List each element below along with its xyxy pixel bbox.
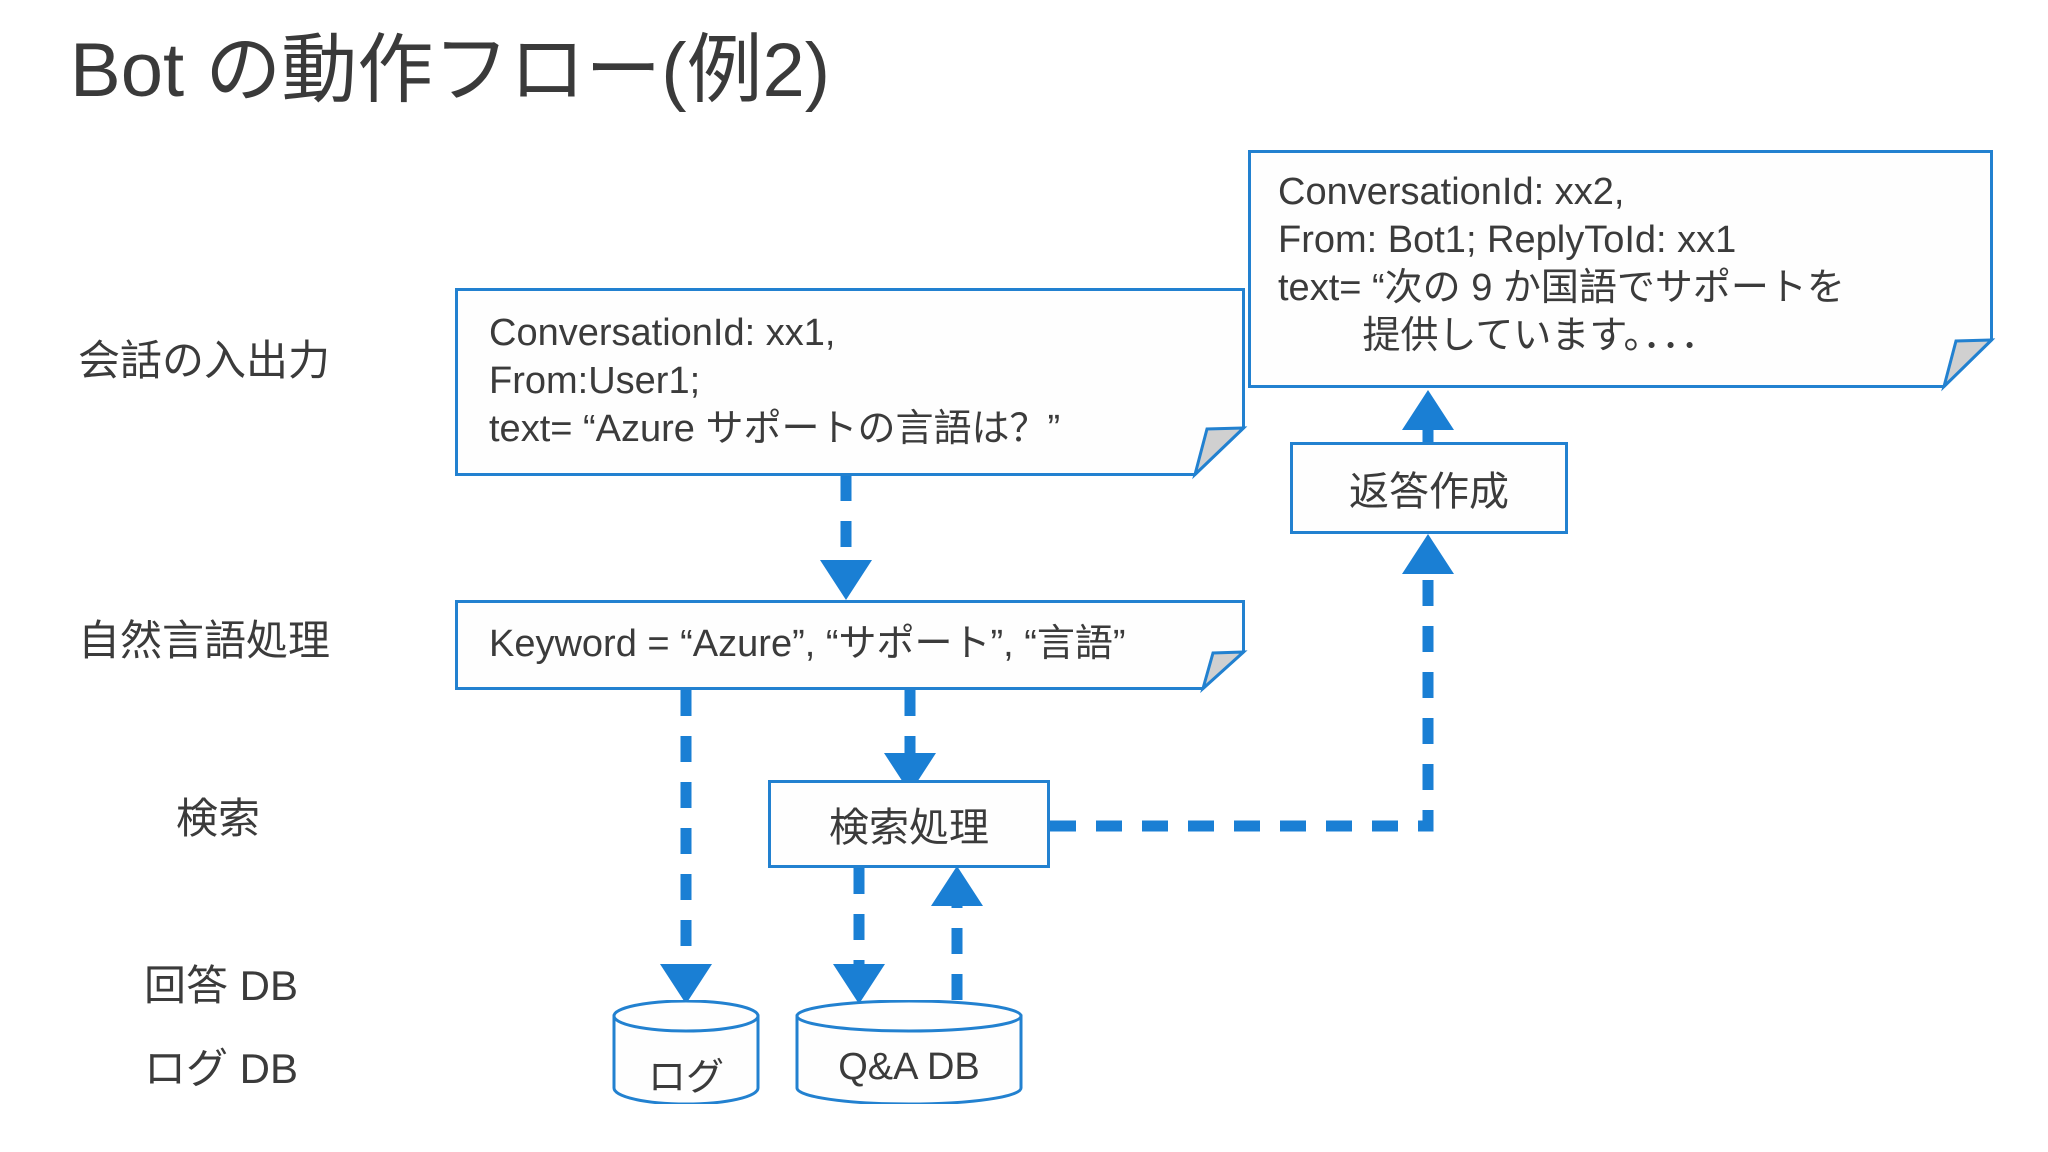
row-label-conversation-io: 会話の入出力 <box>78 337 331 384</box>
qa-db-cylinder[interactable]: Q&A DB <box>795 1000 1023 1104</box>
bot-message-line-3: text= “次の 9 か国語でサポートを <box>1278 267 1845 309</box>
keyword-note-text: Keyword = “Azure”, “サポート”, “言語” <box>455 600 1245 690</box>
arrow-qadb-to-search-head <box>931 866 983 906</box>
arrow-search-to-qadb-head <box>833 964 885 1004</box>
arrow-user-to-keyword-head <box>820 560 872 600</box>
keyword-note-shape <box>455 600 1248 694</box>
bot-message-line-2: From: Bot1; ReplyToId: xx1 <box>1278 219 1737 262</box>
qa-db-cylinder-shape <box>795 1000 1023 1104</box>
user-message-line-2: From:User1; <box>489 360 701 403</box>
bot-message-note-shape <box>1248 150 1996 392</box>
bot-message-line-1: ConversationId: xx2, <box>1278 171 1625 214</box>
row-label-nlp: 自然言語処理 <box>78 617 331 664</box>
keyword-line-1: Keyword = “Azure”, “サポート”, “言語” <box>489 623 1126 666</box>
user-message-note-text: ConversationId: xx1, From:User1; text= “… <box>455 288 1245 476</box>
search-process-label: 検索処理 <box>829 806 989 850</box>
search-process-box[interactable]: 検索処理 <box>768 780 1050 868</box>
page-title: Bot の動作フロー(例2) <box>70 28 831 113</box>
bot-message-note-text: ConversationId: xx2, From: Bot1; ReplyTo… <box>1248 150 1993 388</box>
log-db-cylinder-shape <box>612 1000 760 1104</box>
user-message-note-shape <box>455 288 1248 480</box>
user-message-line-1: ConversationId: xx1, <box>489 312 836 355</box>
user-message-note[interactable]: ConversationId: xx1, From:User1; text= “… <box>455 288 1248 480</box>
arrow-search-to-reply-head <box>1402 534 1454 574</box>
log-db-label: ログ <box>647 1057 724 1099</box>
bot-message-note[interactable]: ConversationId: xx2, From: Bot1; ReplyTo… <box>1248 150 1996 392</box>
reply-compose-label: 返答作成 <box>1349 470 1509 514</box>
arrow-keyword-to-log-head <box>660 964 712 1004</box>
row-label-search: 検索 <box>176 795 261 842</box>
qa-db-label: Q&A DB <box>838 1046 980 1088</box>
row-label-log-db: ログ DB <box>144 1045 299 1092</box>
reply-compose-box[interactable]: 返答作成 <box>1290 442 1568 534</box>
bot-message-line-4: 提供しています。．．． <box>1278 314 1719 357</box>
row-label-answer-db: 回答 DB <box>144 962 299 1009</box>
log-db-cylinder[interactable]: ログ <box>612 1000 760 1104</box>
user-message-line-3: text= “Azure サポートの言語は？” <box>489 407 1061 450</box>
arrow-reply-to-bot-head <box>1402 390 1454 430</box>
keyword-note[interactable]: Keyword = “Azure”, “サポート”, “言語” <box>455 600 1248 694</box>
